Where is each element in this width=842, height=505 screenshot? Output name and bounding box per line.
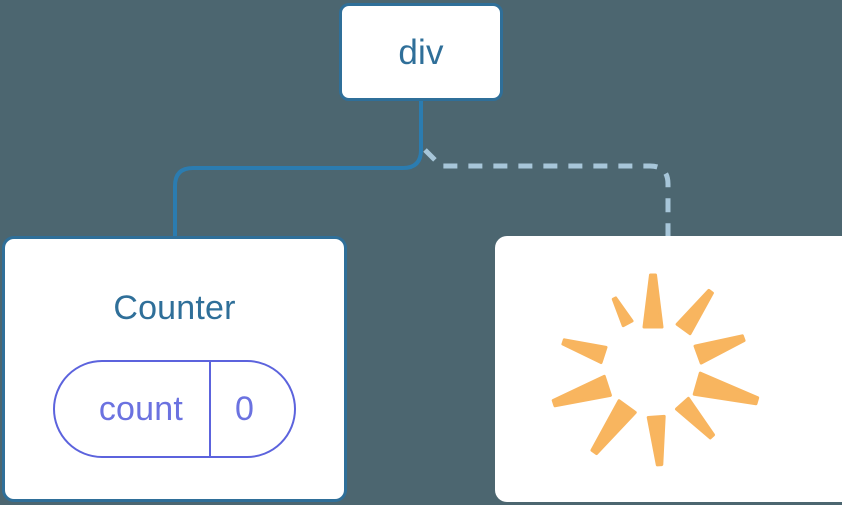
burst-ray-7: [551, 374, 612, 408]
burst-ray-6: [589, 399, 637, 456]
sparkle-burst-icon: [551, 273, 759, 467]
burst-ray-5: [646, 414, 666, 467]
edge-div-to-burst: [423, 148, 671, 238]
tree-node-burst[interactable]: [495, 236, 842, 502]
burst-ray-9: [611, 296, 634, 328]
tree-node-counter[interactable]: Counter count 0: [2, 236, 347, 502]
state-badge-key: count: [98, 389, 184, 428]
state-badge[interactable]: count 0: [52, 360, 297, 458]
tree-node-counter-label: Counter: [113, 289, 236, 327]
state-badge-value: 0: [209, 362, 294, 456]
burst-wrap: [495, 236, 842, 502]
burst-ray-1: [675, 288, 714, 336]
burst-ray-3: [692, 371, 759, 406]
tree-node-div[interactable]: div: [339, 3, 503, 101]
burst-ray-2: [693, 334, 746, 365]
tree-node-div-label: div: [398, 32, 444, 72]
burst-ray-4: [674, 396, 715, 440]
burst-ray-0: [642, 273, 663, 329]
burst-ray-8: [560, 338, 608, 365]
edge-div-to-counter: [173, 99, 423, 240]
